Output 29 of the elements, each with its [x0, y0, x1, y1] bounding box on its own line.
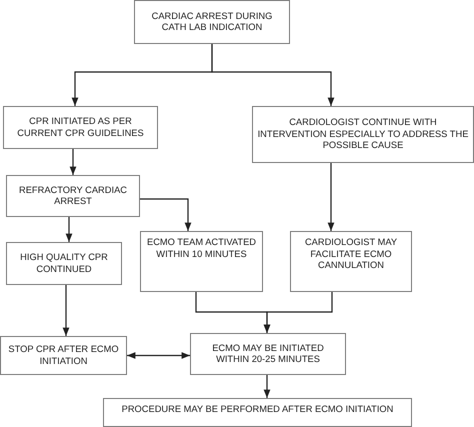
arrow — [127, 352, 190, 359]
box-text: CARDIAC ARREST DURING CATH LAB INDICATION — [150, 10, 274, 34]
box-text: CPR INITIATED AS PER CURRENT CPR GUIDELINES — [16, 116, 145, 139]
arrow — [62, 285, 70, 336]
process-box — [6, 242, 122, 285]
box-text: PROCEDURE MAY BE PERFORMED AFTER ECMO INITIATION — [122, 404, 394, 416]
box-text: CARDIOLOGIST CONTINUE WITH INTERVENTION ESPECIALLY TO ADDRESS THE POSSIBLE CAUSE — [257, 117, 469, 152]
process-box — [3, 106, 158, 149]
arrow — [211, 44, 334, 106]
arrow — [264, 292, 333, 333]
box-text: CARDIOLOGIST MAY FACILITATE ECMO CANNULATION — [304, 237, 398, 272]
process-box — [134, 0, 290, 44]
arrow — [140, 198, 192, 231]
process-box — [6, 175, 140, 217]
process-box — [190, 333, 346, 375]
process-box — [290, 231, 412, 292]
box-text: ECMO MAY BE INITIATED WITHIN 20-25 MINUTES — [211, 342, 325, 366]
arrow — [328, 163, 334, 231]
arrow — [66, 217, 72, 242]
box-text: HIGH QUALITY CPR CONTINUED — [19, 252, 109, 275]
process-box — [140, 231, 263, 292]
box-text: ECMO TEAM ACTIVATED WITHIN 10 MINUTES — [146, 237, 257, 260]
process-box — [0, 336, 127, 375]
arrow — [264, 375, 270, 398]
box-text: STOP CPR AFTER ECMO INITIATION — [7, 344, 120, 367]
process-box — [103, 398, 412, 427]
process-box — [252, 106, 474, 163]
box-text: REFRACTORY CARDIAC ARREST — [18, 184, 128, 208]
arrow — [70, 149, 76, 175]
